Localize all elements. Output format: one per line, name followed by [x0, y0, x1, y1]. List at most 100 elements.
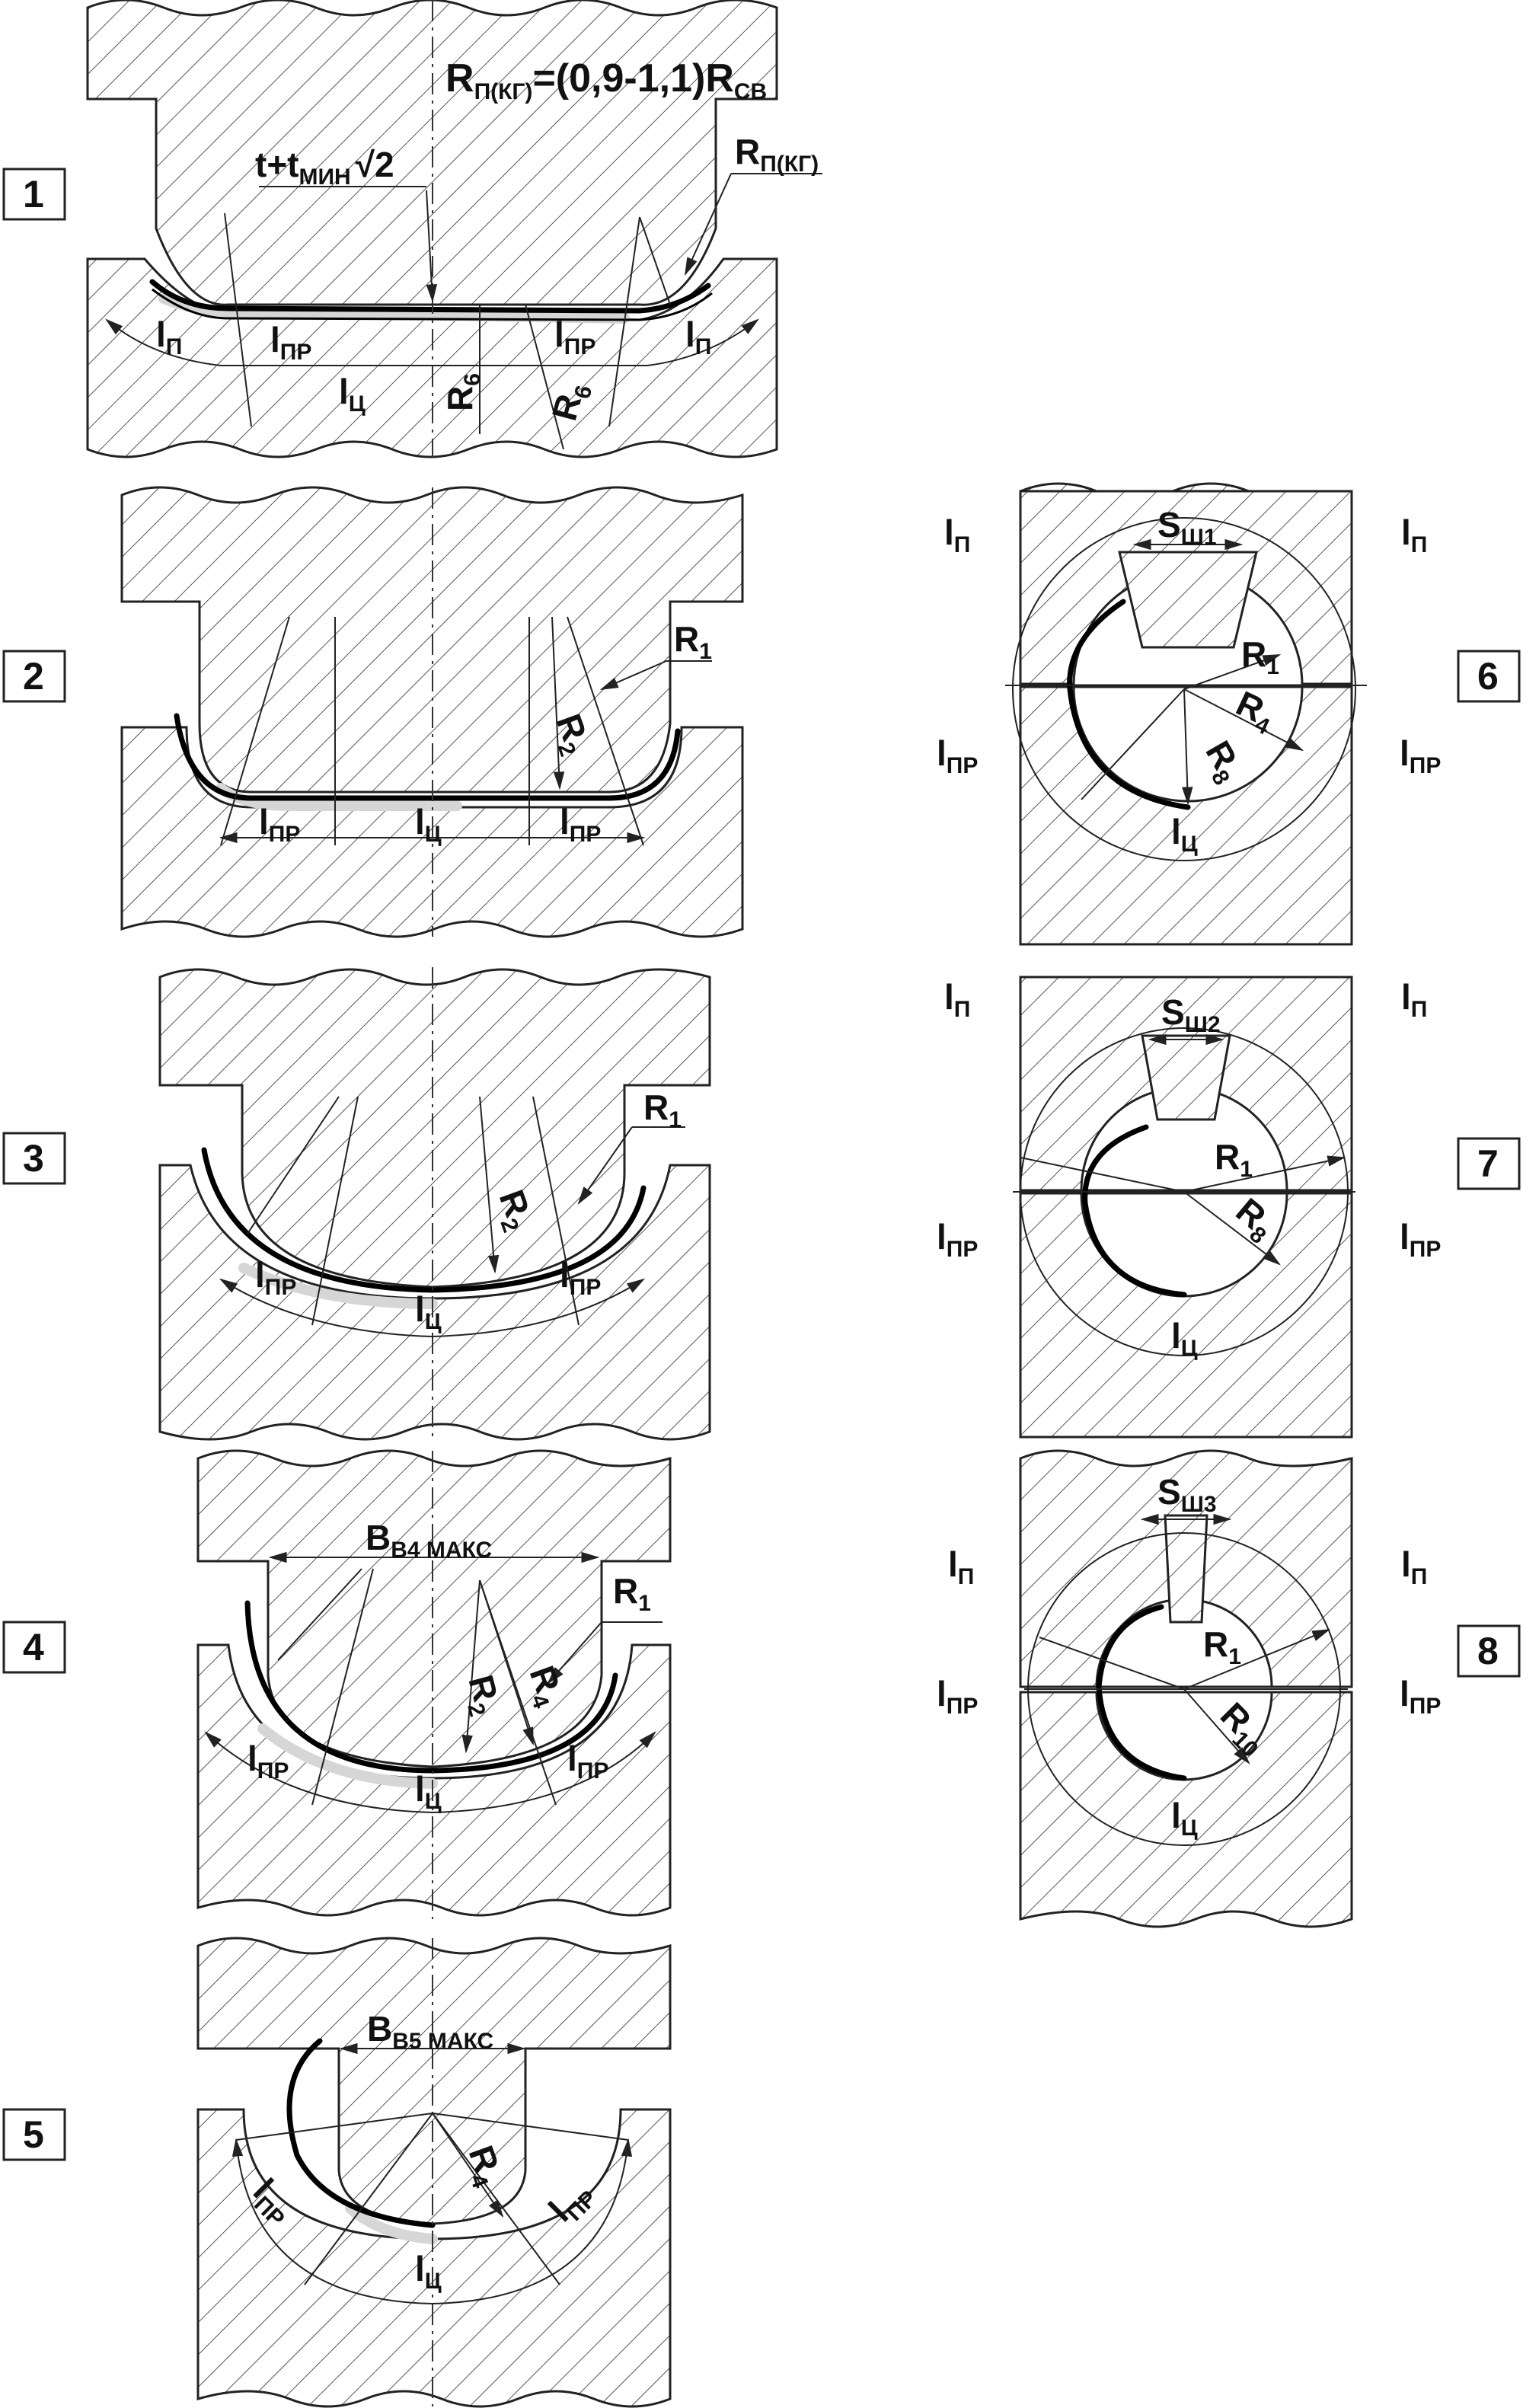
- step1-lp-right: lП: [685, 315, 711, 359]
- step8-insert: [1164, 1514, 1209, 1624]
- step6-number: 6: [1477, 655, 1499, 698]
- step7-r1: R1: [1215, 1137, 1253, 1182]
- step-4: BB4 МАКС R1 R2 R4 lПР lЦ lПР: [196, 1449, 672, 1919]
- step7-r8-line: [1183, 1191, 1281, 1266]
- step3-leader-a: [247, 1096, 340, 1234]
- step8-leader-a: [1039, 1637, 1185, 1690]
- step7-lpr-left: lПР: [937, 1217, 978, 1262]
- step1-strip: [149, 279, 711, 314]
- step3-arc-dim: [219, 1278, 646, 1338]
- step2-leader-a: [220, 616, 290, 846]
- step4-r1-arrow: [547, 1621, 602, 1685]
- step8-number: 8: [1477, 1630, 1499, 1672]
- step1-tol-arrow: [426, 190, 437, 303]
- step8-lp-left: lП: [948, 1544, 974, 1589]
- step8-strip: [1096, 1604, 1187, 1781]
- step5-number-box: [2, 2108, 66, 2161]
- step7-lp-left: lП: [944, 977, 970, 1022]
- step3-lpr-right: lПР: [560, 1255, 601, 1300]
- step3-punch: [158, 968, 711, 1289]
- step2-lpr-right: lПР: [560, 802, 601, 847]
- step2-strip: [174, 713, 681, 801]
- step5-number: 5: [23, 2113, 44, 2156]
- step2-r1-arrow: [599, 660, 667, 690]
- step1-tolerance-label: t+tМИН√2: [255, 145, 394, 190]
- step8-lower-cavity: [1095, 1691, 1273, 1781]
- step1-r6-b: [525, 304, 564, 450]
- step5-lc: lЦ: [415, 2249, 442, 2294]
- step4-lpr-left: lПР: [247, 1739, 289, 1784]
- step1-leader-a: [224, 212, 252, 427]
- step4-r4-line: [479, 1579, 534, 1746]
- step6-lp-left: lП: [944, 513, 970, 557]
- step3-number: 3: [23, 1137, 44, 1180]
- step-6: SШ1 R1 R4 R8 lП lП lПР lПР lЦ: [937, 482, 1441, 946]
- step4-lc: lЦ: [415, 1769, 442, 1814]
- step4-r1: R1: [613, 1571, 651, 1616]
- step2-number-box: [2, 650, 66, 703]
- step8-s3-label: SШ3: [1157, 1472, 1217, 1517]
- step6-number-box: [1457, 650, 1521, 703]
- step1-r6-left: R6: [440, 373, 485, 411]
- step6-lpr-left: lПР: [937, 733, 978, 778]
- step1-lc: lЦ: [339, 372, 366, 417]
- step3-number-box: [2, 1132, 66, 1185]
- step8-lpr-right: lПР: [1400, 1674, 1441, 1719]
- step7-lp-right: lП: [1401, 977, 1427, 1022]
- step3-leader-b: [311, 1096, 359, 1326]
- step7-strip: [1082, 1124, 1187, 1298]
- step4-number-box: [2, 1621, 66, 1674]
- step-3: R1 R2 lПР lЦ lПР: [158, 967, 711, 1441]
- step7-insert: [1141, 1034, 1231, 1121]
- step5-b5-label: BB5 МАКС: [367, 2009, 493, 2054]
- step2-r2-line: [551, 616, 565, 790]
- step7-number: 7: [1477, 1142, 1499, 1185]
- step4-punch: [196, 1449, 672, 1768]
- step2-lc: lЦ: [415, 802, 442, 847]
- step6-strip: [1067, 599, 1191, 810]
- step2-lpr-left: lПР: [259, 802, 300, 847]
- step4-number: 4: [23, 1626, 44, 1669]
- step1-lp-left: lП: [156, 315, 182, 359]
- step2-leader-d: [567, 616, 644, 846]
- step2-r1: R1: [674, 619, 712, 664]
- step5-arc-dim: [231, 2138, 633, 2305]
- step8-r10-line: [1183, 1688, 1250, 1764]
- step6-r4-line: [1183, 688, 1304, 752]
- step6-r1: R1: [1241, 634, 1279, 679]
- step3-strip-shadow: [238, 1263, 438, 1309]
- step4-b4-label: BB4 МАКС: [366, 1518, 492, 1563]
- step4-leader-a: [277, 1568, 362, 1661]
- step6-lpr-right: lПР: [1400, 733, 1441, 778]
- step1-leader-c: [639, 216, 671, 305]
- step1-leader-b: [608, 216, 640, 427]
- step1-lpr-left: lПР: [270, 320, 311, 365]
- step5-r4-line: [432, 2113, 504, 2218]
- step8-lc: lЦ: [1171, 1796, 1198, 1841]
- step1-lpr-right: lПР: [554, 315, 595, 359]
- step8-lpr-left: lПР: [937, 1674, 978, 1719]
- step1-number: 1: [23, 173, 44, 216]
- step-5: BB5 МАКС R4 lПР lЦ lПР: [196, 1937, 672, 2408]
- step-2: R1 R2 lПР lЦ lПР: [120, 486, 744, 938]
- step5-leader-a: [235, 2113, 433, 2141]
- step8-r1: R1: [1203, 1624, 1241, 1669]
- step3-lpr-left: lПР: [255, 1255, 296, 1300]
- step3-lc: lЦ: [415, 1289, 442, 1334]
- step7-leader-a: [1020, 1157, 1185, 1193]
- step6-lp-right: lП: [1401, 513, 1427, 557]
- step1-rpkg-label: RП(КГ): [735, 132, 819, 177]
- step6-leader-a: [1081, 688, 1185, 800]
- step8-lower-block: [1019, 1691, 1353, 1928]
- step1-number-box: [2, 168, 66, 221]
- step-8: SШ3 R1 R10 lП lП lПР lПР lЦ: [937, 1449, 1441, 1928]
- step1-arc-dim: [105, 318, 759, 366]
- step5-leader-c: [304, 2113, 433, 2285]
- step6-lc: lЦ: [1171, 812, 1198, 857]
- step6-outer-circle: [1012, 517, 1356, 861]
- step8-number-box: [1457, 1624, 1521, 1678]
- step-7: SШ2 R1 R8 lП lП lПР lПР lЦ: [937, 976, 1441, 1439]
- step7-number-box: [1457, 1137, 1521, 1190]
- step8-lp-right: lП: [1401, 1544, 1427, 1589]
